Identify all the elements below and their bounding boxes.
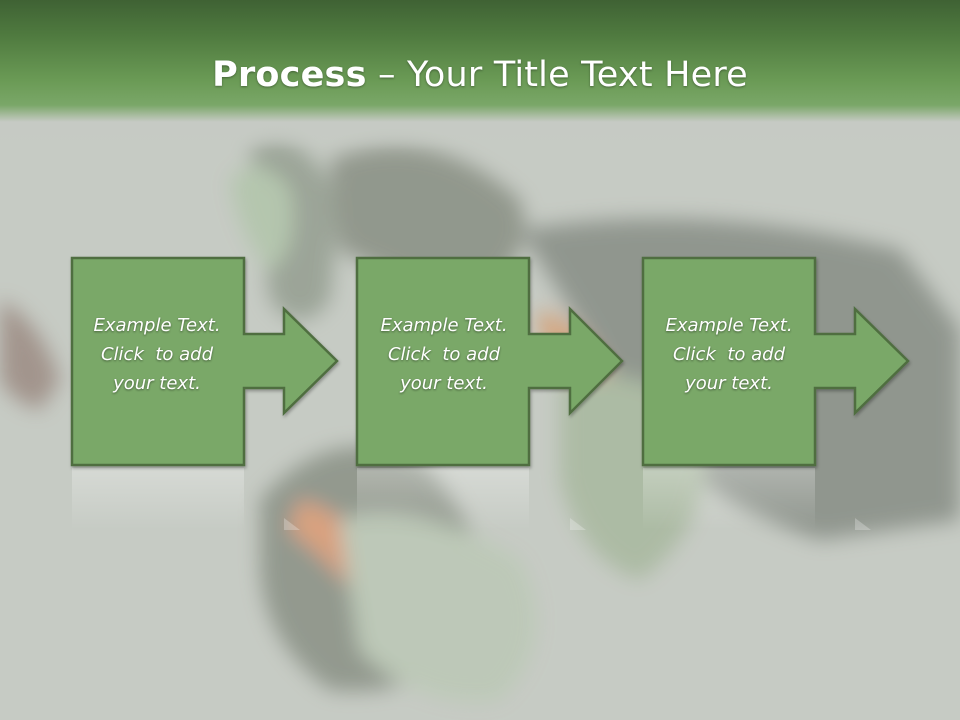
step-2-line-2: Click to add	[387, 344, 500, 365]
reflections	[72, 468, 871, 530]
step-2-line-1: Example Text.	[380, 315, 508, 336]
step-1-line-1: Example Text.	[93, 315, 221, 336]
title-rest: – Your Title Text Here	[366, 55, 748, 95]
arrow-1-reflection	[284, 518, 300, 530]
step-1-reflection	[72, 468, 244, 530]
step-1-text[interactable]: Example Text. Click to add your text.	[70, 311, 244, 398]
step-2-line-3: your text.	[400, 373, 488, 394]
step-2-arrow-box[interactable]	[355, 256, 624, 467]
slide-title[interactable]: Process – Your Title Text Here	[0, 52, 960, 98]
step-3-text[interactable]: Example Text. Click to add your text.	[642, 311, 816, 398]
title-bold: Process	[212, 55, 367, 95]
step-3-line-2: Click to add	[672, 344, 785, 365]
step-3-arrow-box[interactable]	[641, 256, 910, 467]
arrow-2-reflection	[570, 518, 586, 530]
step-3-line-3: your text.	[685, 373, 773, 394]
step-1-arrow-box[interactable]	[70, 256, 339, 467]
step-3-line-1: Example Text.	[665, 315, 793, 336]
step-2-reflection	[357, 468, 529, 530]
step-1-line-3: your text.	[113, 373, 201, 394]
step-2-text[interactable]: Example Text. Click to add your text.	[357, 311, 531, 398]
step-3-reflection	[643, 468, 815, 530]
title-bar	[0, 0, 960, 150]
arrow-3-reflection	[855, 518, 871, 530]
step-1-line-2: Click to add	[100, 344, 213, 365]
